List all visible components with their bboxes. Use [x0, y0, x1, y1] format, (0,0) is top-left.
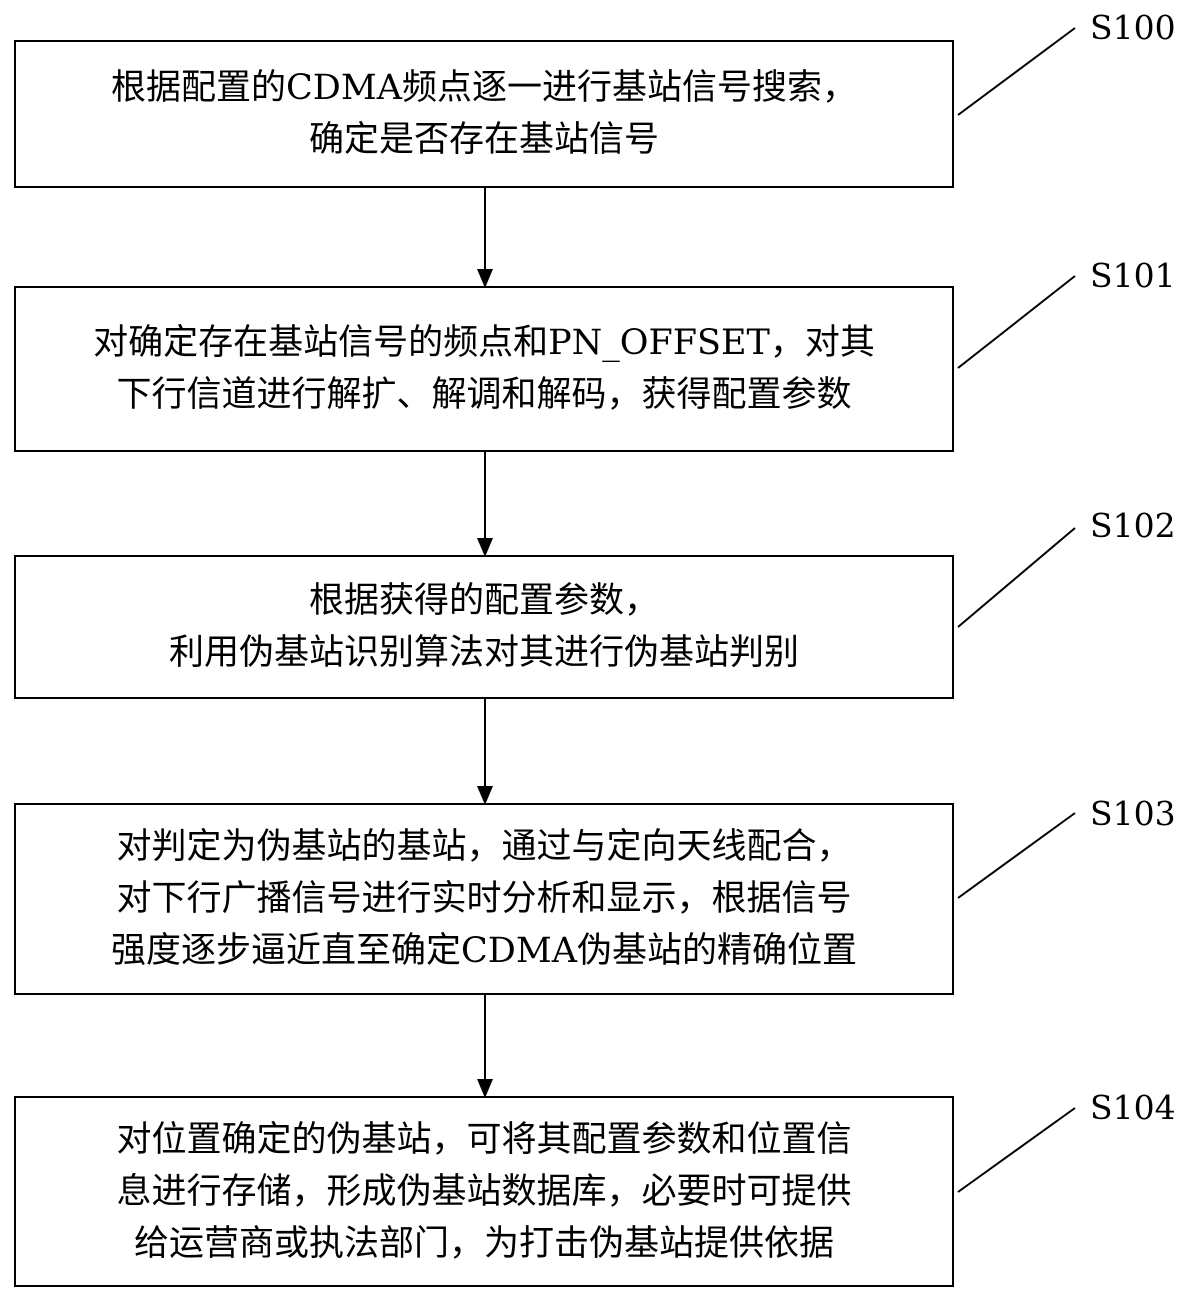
step-box-s102: 根据获得的配置参数， 利用伪基站识别算法对其进行伪基站判别: [14, 555, 954, 699]
step-box-s104: 对位置确定的伪基站，可将其配置参数和位置信 息进行存储，形成伪基站数据库，必要时…: [14, 1096, 954, 1287]
step-label-s103: S103: [1090, 794, 1176, 833]
step-text-line: 强度逐步逼近直至确定CDMA伪基站的精确位置: [111, 931, 857, 971]
arrowhead-s100-to-s101: [477, 269, 493, 288]
step-label-s101: S101: [1090, 256, 1176, 295]
step-text-line: 对下行广播信号进行实时分析和显示，根据信号: [116, 879, 852, 919]
step-box-s103: 对判定为伪基站的基站，通过与定向天线配合， 对下行广播信号进行实时分析和显示，根…: [14, 803, 954, 995]
step-text-line: 对确定存在基站信号的频点和PN_OFFSET，对其: [93, 323, 875, 363]
arrowhead-s102-to-s103: [477, 786, 493, 805]
leader-line-s101: [957, 275, 1076, 369]
step-box-s100: 根据配置的CDMA频点逐一进行基站信号搜索， 确定是否存在基站信号: [14, 40, 954, 188]
step-text-line: 根据获得的配置参数，: [308, 581, 659, 621]
step-text-line: 对判定为伪基站的基站，通过与定向天线配合，: [116, 827, 852, 867]
step-text-line: 利用伪基站识别算法对其进行伪基站判别: [168, 633, 799, 673]
step-text-line: 下行信道进行解扩、解调和解码，获得配置参数: [116, 375, 852, 415]
step-text-line: 确定是否存在基站信号: [308, 120, 659, 160]
step-label-s102: S102: [1090, 506, 1176, 545]
arrowhead-s101-to-s102: [477, 538, 493, 557]
step-label-s100: S100: [1090, 8, 1176, 47]
leader-line-s103: [957, 812, 1076, 899]
leader-line-s100: [957, 27, 1076, 116]
arrowhead-s103-to-s104: [477, 1079, 493, 1098]
step-label-s104: S104: [1090, 1088, 1176, 1127]
step-text-line: 根据配置的CDMA频点逐一进行基站信号搜索，: [111, 68, 857, 108]
leader-line-s104: [957, 1107, 1076, 1193]
step-text-line: 给运营商或执法部门，为打击伪基站提供依据: [133, 1223, 834, 1264]
leader-line-s102: [957, 527, 1076, 628]
step-text-line: 对位置确定的伪基站，可将其配置参数和位置信: [116, 1119, 852, 1160]
step-box-s101: 对确定存在基站信号的频点和PN_OFFSET，对其 下行信道进行解扩、解调和解码…: [14, 286, 954, 452]
step-text-line: 息进行存储，形成伪基站数据库，必要时可提供: [116, 1171, 852, 1212]
